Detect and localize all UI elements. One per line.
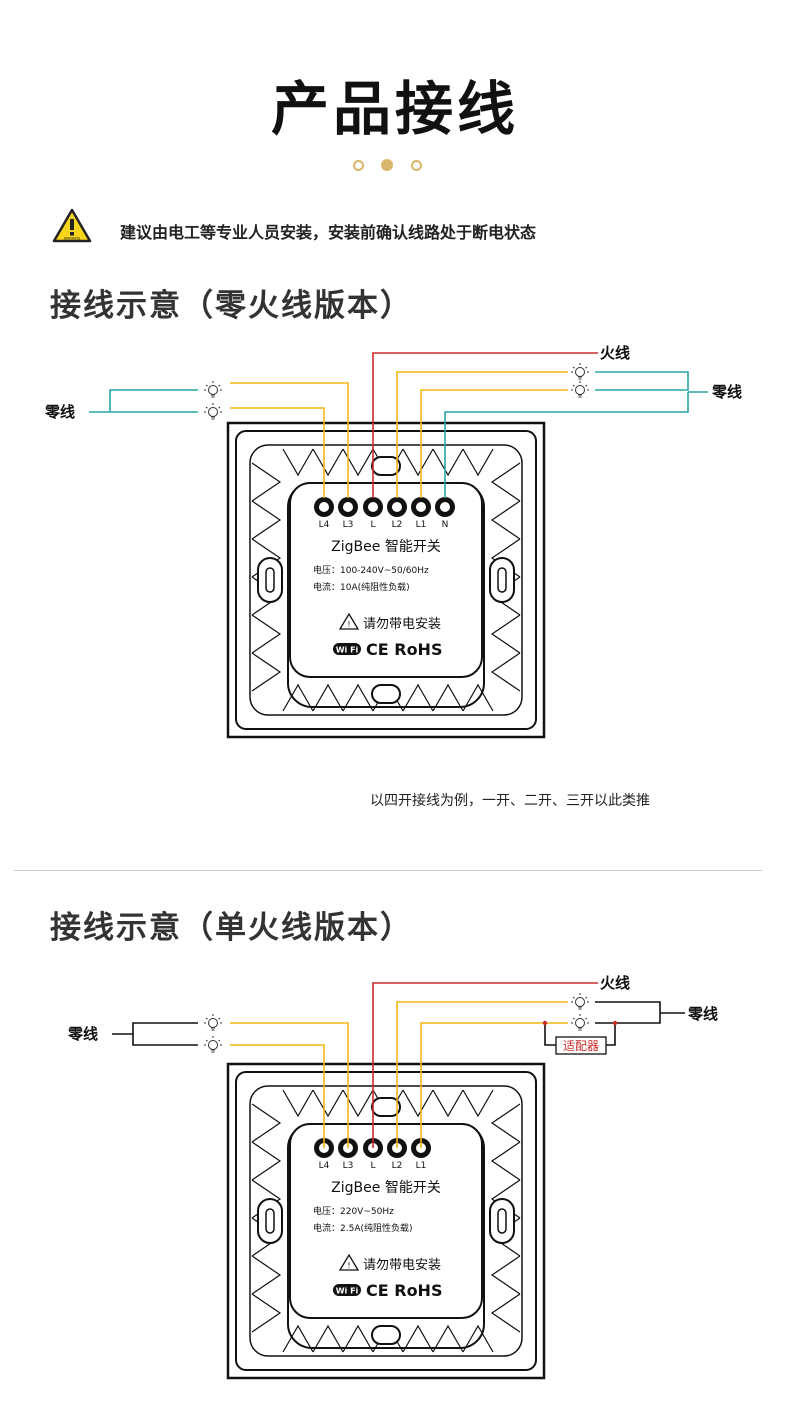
lamp-icon bbox=[571, 1014, 589, 1031]
terminal-label: L2 bbox=[392, 520, 403, 530]
neutral-loop-left bbox=[132, 1022, 198, 1046]
section2-title: 接线示意（单火线版本） bbox=[50, 910, 413, 946]
adapter-box bbox=[555, 1036, 607, 1055]
load-wire-l2 bbox=[396, 371, 568, 498]
warning-text: 建议由电工等专业人员安装，安装前确认线路处于断电状态 bbox=[120, 223, 537, 242]
lamp-icons bbox=[204, 363, 589, 420]
terminal-label: L1 bbox=[416, 520, 427, 530]
live-wire bbox=[372, 352, 598, 498]
neutral-loop-right bbox=[595, 371, 689, 391]
load-wire-l4 bbox=[230, 407, 325, 498]
svg-text:WARNING: WARNING bbox=[64, 237, 81, 241]
terminal-label: L3 bbox=[343, 520, 354, 530]
caution-icon bbox=[338, 612, 360, 630]
cert-label: CE RoHS bbox=[366, 1281, 442, 1300]
wifi-icon bbox=[333, 643, 361, 655]
load-wire-l3 bbox=[230, 382, 349, 498]
caution-label: 请勿带电安装 bbox=[363, 1258, 441, 1273]
neutral-loop-right bbox=[595, 1001, 661, 1024]
lamp-icon bbox=[571, 993, 589, 1010]
title-dots-decoration bbox=[353, 159, 443, 174]
cert-label: CE RoHS bbox=[366, 640, 442, 659]
caution-icon bbox=[338, 1253, 360, 1271]
neutral-loop-left bbox=[109, 389, 198, 413]
divider bbox=[14, 870, 762, 871]
lamp-icon bbox=[204, 381, 222, 398]
terminal-label: L1 bbox=[416, 1161, 427, 1171]
terminal-label: L bbox=[370, 1161, 375, 1171]
load-wire-l2 bbox=[396, 1001, 568, 1148]
brand-label: ZigBee 智能开关 bbox=[331, 1180, 441, 1196]
current-label: 电流：10A(纯阻性负载) bbox=[313, 581, 410, 593]
warning-triangle-icon: WARNING bbox=[52, 208, 92, 243]
neutral-label-left: 零线 bbox=[67, 1025, 98, 1043]
wifi-icon bbox=[333, 1284, 361, 1296]
svg-text:!: ! bbox=[347, 1261, 350, 1270]
load-wire-l4 bbox=[230, 1044, 325, 1148]
brand-label: ZigBee 智能开关 bbox=[331, 539, 441, 555]
page-title: 产品接线 bbox=[270, 75, 519, 143]
terminal-label: L3 bbox=[343, 1161, 354, 1171]
current-label: 电流：2.5A(纯阻性负载) bbox=[313, 1222, 413, 1234]
lamp-icon bbox=[204, 403, 222, 420]
lamp-icon bbox=[204, 1036, 222, 1053]
terminal-label: L2 bbox=[392, 1161, 403, 1171]
voltage-label: 电压：220V~50Hz bbox=[313, 1205, 394, 1217]
load-wire-l1 bbox=[420, 1022, 568, 1148]
section1-title: 接线示意（零火线版本） bbox=[50, 288, 413, 324]
terminal-label: L4 bbox=[319, 520, 330, 530]
terminal-label: L4 bbox=[319, 1161, 330, 1171]
adapter-wires bbox=[544, 1023, 616, 1046]
neutral-wire-n bbox=[444, 392, 689, 498]
terminal-label: L bbox=[370, 520, 375, 530]
terminal-label: N bbox=[442, 520, 449, 530]
neutral-label-right: 零线 bbox=[687, 1005, 718, 1023]
neutral-label-left: 零线 bbox=[44, 403, 75, 421]
live-wire bbox=[372, 982, 598, 1148]
svg-text:Wi Fi: Wi Fi bbox=[336, 646, 359, 655]
load-wire-l3 bbox=[230, 1022, 349, 1148]
lamp-icon bbox=[571, 381, 589, 398]
caution-label: 请勿带电安装 bbox=[363, 617, 441, 632]
neutral-label-right: 零线 bbox=[711, 383, 742, 401]
live-label: 火线 bbox=[600, 974, 630, 992]
adapter-label: 适配器 bbox=[563, 1039, 599, 1053]
live-label: 火线 bbox=[600, 344, 630, 362]
wiring-note: 以四开接线为例，一开、二开、三开以此类推 bbox=[370, 793, 650, 809]
lamp-icon bbox=[571, 363, 589, 380]
voltage-label: 电压：100-240V~50/60Hz bbox=[313, 564, 429, 576]
lamp-icon bbox=[204, 1014, 222, 1031]
load-wire-l1 bbox=[420, 389, 568, 498]
svg-text:Wi Fi: Wi Fi bbox=[336, 1287, 359, 1296]
svg-text:!: ! bbox=[347, 620, 350, 629]
